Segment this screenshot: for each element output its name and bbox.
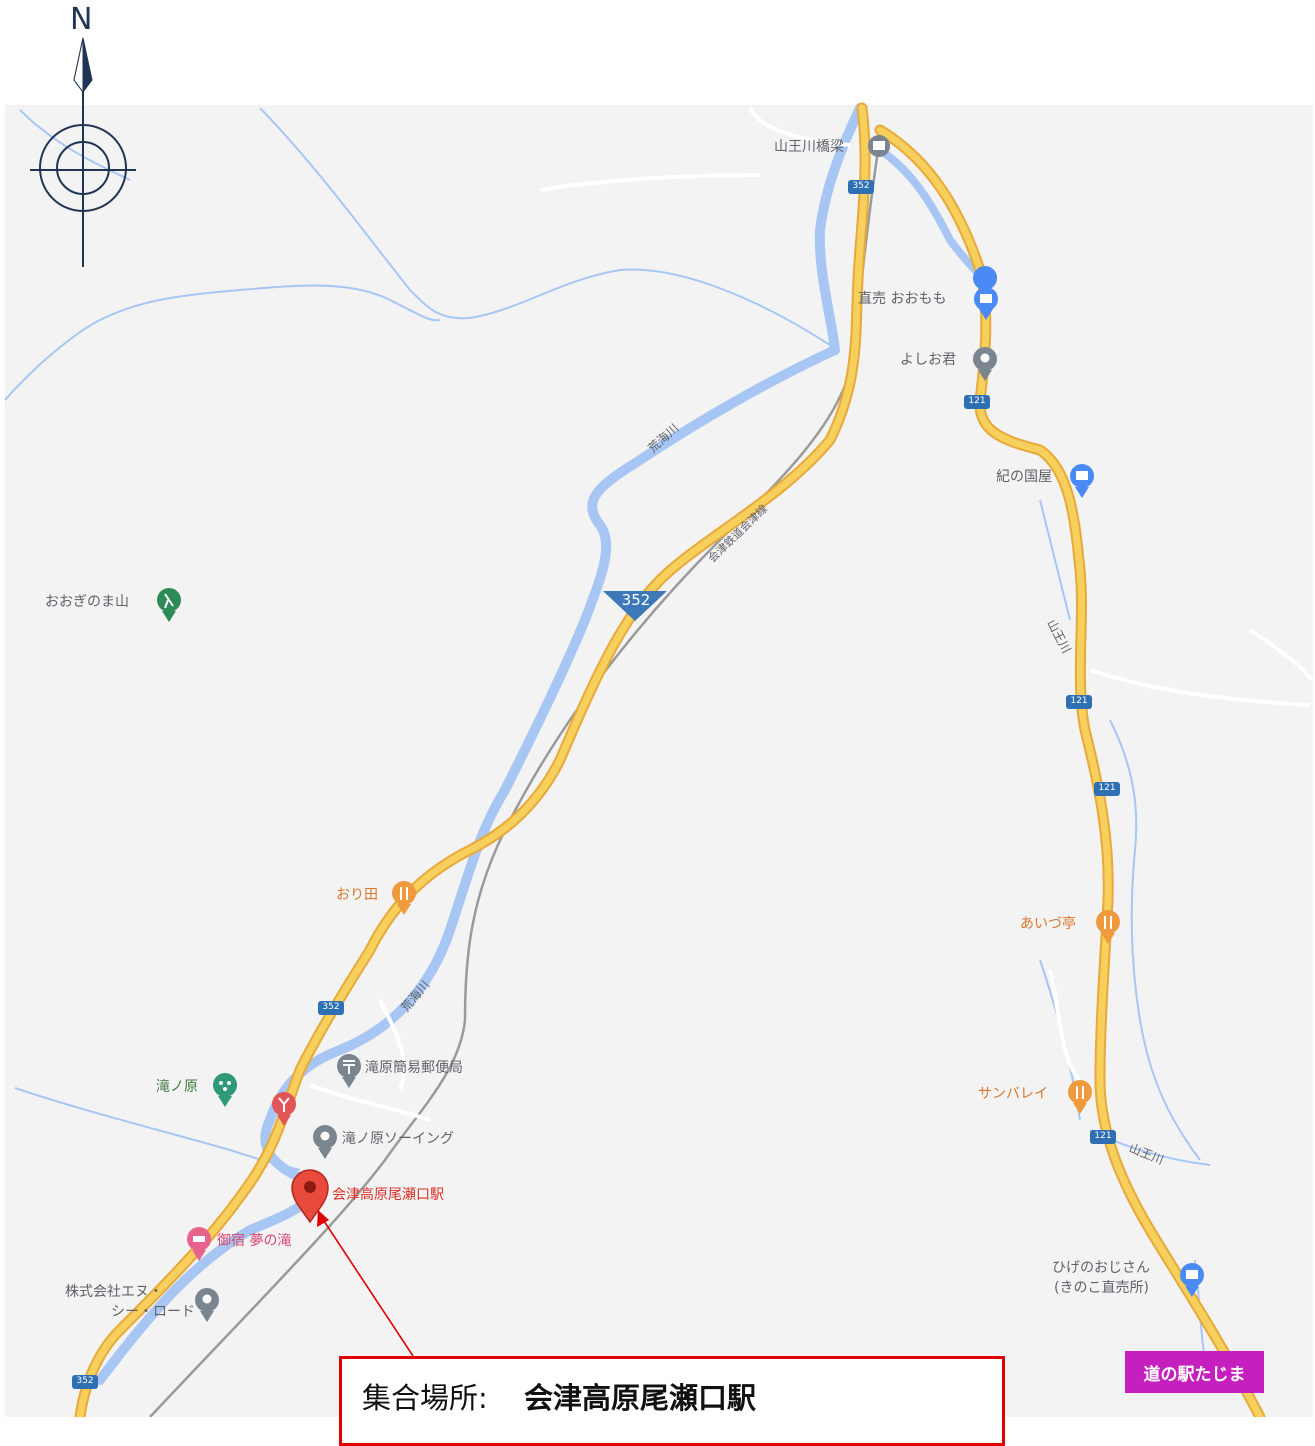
map-canvas[interactable]	[0, 0, 1315, 1417]
label-station[interactable]: 会津高原尾瀬口駅	[332, 1187, 444, 1203]
label-yoshio[interactable]: よしお君	[900, 352, 956, 368]
meeting-place-callout: 集合場所: 会津高原尾瀬口駅	[339, 1356, 1005, 1446]
route-352-marker-label: 352	[621, 591, 651, 609]
station-pin-icon[interactable]	[291, 1169, 329, 1224]
label-sanvalley[interactable]: サンバレイ	[978, 1086, 1048, 1102]
shield-352-c	[72, 1375, 98, 1389]
minor-roads	[309, 107, 1314, 1122]
shield-121-a	[964, 395, 990, 409]
restaurant-icon	[1068, 1080, 1092, 1114]
map-background	[5, 105, 1313, 1417]
place-icon	[195, 1288, 219, 1322]
label-aizutei[interactable]: あいづ亭	[1020, 916, 1076, 932]
shield-121-text: 121	[1070, 696, 1088, 706]
michinoeki-badge[interactable]: 道の駅たじま	[1125, 1351, 1264, 1393]
label-oogi-nomayama[interactable]: おおぎのま山	[45, 594, 129, 610]
shield-121-text: 121	[968, 396, 986, 406]
callout-arrow	[317, 1210, 414, 1357]
post-icon	[337, 1054, 361, 1088]
compass-icon	[30, 37, 136, 267]
label-kinokuniya[interactable]: 紀の国屋	[996, 469, 1052, 485]
place-icon	[973, 347, 997, 381]
shield-352-text: 352	[322, 1002, 340, 1012]
shield-121-text: 121	[1094, 1131, 1112, 1141]
label-company-line1[interactable]: 株式会社エヌ・	[65, 1284, 163, 1300]
shield-121-d	[1090, 1130, 1116, 1144]
label-higenoojisan-line1[interactable]: ひげのおじさん	[1052, 1260, 1150, 1276]
callout-prefix: 集合場所:	[362, 1381, 488, 1415]
label-company-line2[interactable]: シー・ロード	[111, 1304, 195, 1320]
label-takinohara[interactable]: 滝ノ原	[156, 1079, 198, 1095]
label-post-office[interactable]: 滝原簡易郵便局	[365, 1060, 463, 1076]
shop-icon	[1180, 1263, 1204, 1297]
shield-352-a	[848, 180, 874, 194]
callout-value: 会津高原尾瀬口駅	[524, 1381, 757, 1415]
hotel-icon	[187, 1227, 211, 1261]
north-label: N	[70, 2, 93, 37]
label-omomo[interactable]: 直売 おおもも	[858, 291, 947, 307]
label-higenoojisan-line2[interactable]: (きのこ直売所)	[1054, 1280, 1149, 1296]
restaurant-icon	[1070, 464, 1094, 498]
shield-352-text: 352	[852, 181, 870, 191]
route-352-road	[74, 102, 871, 1417]
shield-352-text: 352	[76, 1376, 94, 1386]
bridge-icon	[868, 135, 890, 157]
route-352-marker	[603, 591, 667, 621]
streams	[4, 107, 1211, 1361]
label-orita[interactable]: おり田	[336, 887, 378, 903]
label-sannogawa-bridge[interactable]: 山王川橋梁	[774, 139, 844, 155]
attraction-icon	[272, 1092, 296, 1126]
restaurant-icon	[1096, 910, 1120, 944]
shield-121-b	[1066, 695, 1092, 709]
hiking-icon	[157, 588, 181, 622]
label-yumenotaki[interactable]: 御宿 夢の滝	[217, 1233, 292, 1249]
shield-352-b	[318, 1001, 344, 1015]
shield-121-text: 121	[1098, 783, 1116, 793]
shield-121-c	[1094, 782, 1120, 796]
place-icon	[313, 1125, 337, 1159]
label-takinohara-sewing[interactable]: 滝ノ原ソーイング	[342, 1131, 454, 1147]
route-shields	[72, 180, 1120, 1389]
park-icon	[213, 1073, 237, 1107]
shop-icon	[973, 266, 998, 320]
restaurant-icon	[392, 881, 416, 915]
